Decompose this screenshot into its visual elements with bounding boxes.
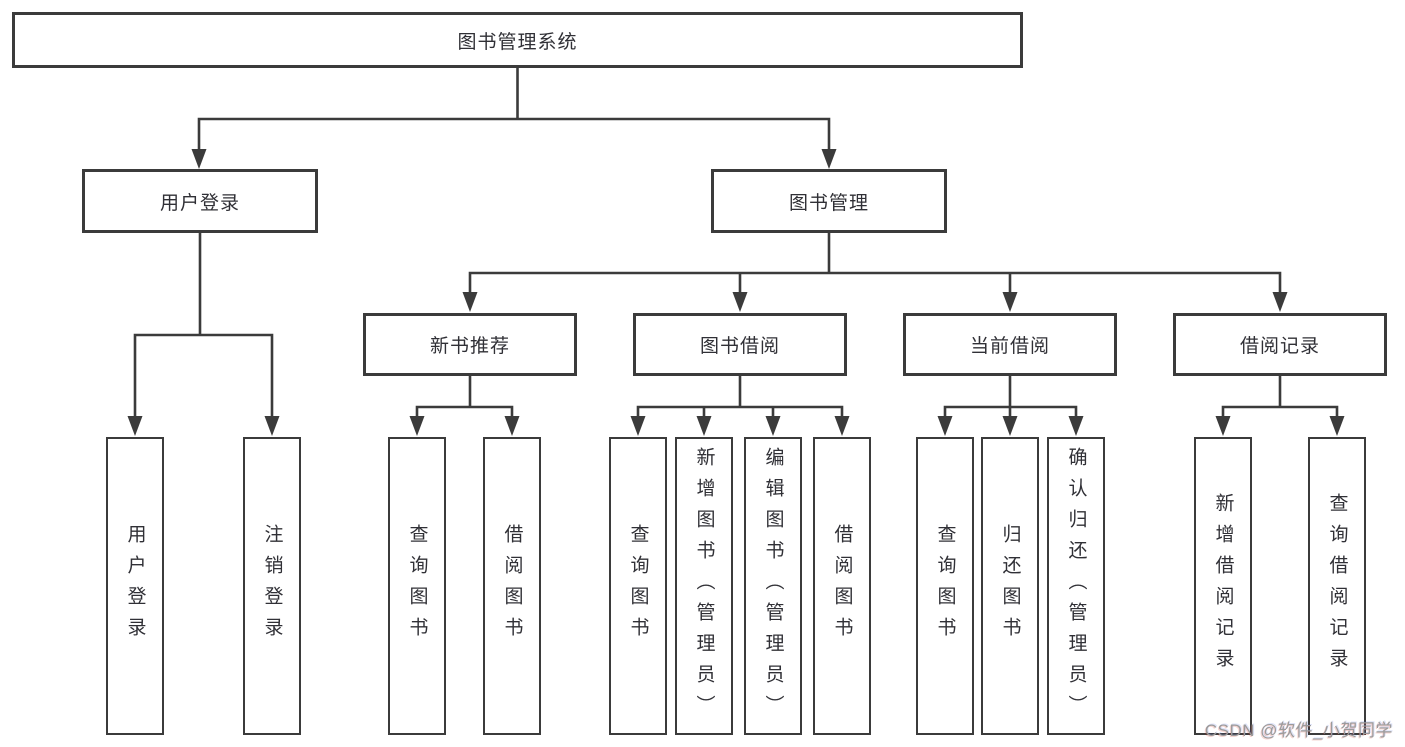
node-label: 查询图书 <box>934 524 956 648</box>
leaf-logout: 注销登录 <box>243 437 301 735</box>
node-user-login: 用户登录 <box>82 169 318 233</box>
node-label: 借阅图书 <box>501 524 523 648</box>
node-current-borrow: 当前借阅 <box>903 313 1117 376</box>
node-label: 注销登录 <box>261 524 283 648</box>
leaf-add-borrow-record: 新增借阅记录 <box>1194 437 1252 735</box>
node-label: 查询图书 <box>406 524 428 648</box>
leaf-add-books-admin: 新增图书（管理员） <box>675 437 733 735</box>
watermark: CSDN @软件_小贺同学 <box>1204 721 1393 740</box>
node-book-borrow: 图书借阅 <box>633 313 847 376</box>
leaf-borrow-books: 借阅图书 <box>813 437 871 735</box>
node-label: 图书借阅 <box>699 336 780 357</box>
node-borrow-records: 借阅记录 <box>1173 313 1387 376</box>
node-label: 用户登录 <box>124 524 146 648</box>
leaf-edit-books-admin: 编辑图书（管理员） <box>744 437 802 735</box>
node-label: 用户登录 <box>159 192 240 214</box>
node-label: 编辑图书（管理员） <box>762 446 784 726</box>
node-label: 图书管理 <box>788 192 869 214</box>
node-new-book-recommend: 新书推荐 <box>363 313 577 376</box>
node-label: 查询借阅记录 <box>1326 493 1348 679</box>
node-label: 查询图书 <box>627 524 649 648</box>
leaf-confirm-return-admin: 确认归还（管理员） <box>1047 437 1105 735</box>
leaf-borrow-books-recommend: 借阅图书 <box>483 437 541 735</box>
node-label: 借阅记录 <box>1239 336 1320 357</box>
node-label: 当前借阅 <box>969 336 1050 357</box>
leaf-query-borrow-record: 查询借阅记录 <box>1308 437 1366 735</box>
leaf-return-books: 归还图书 <box>981 437 1039 735</box>
node-label: 新书推荐 <box>429 336 510 357</box>
node-label: 确认归还（管理员） <box>1065 446 1087 726</box>
node-label: 新增图书（管理员） <box>693 446 715 726</box>
node-system-root: 图书管理系统 <box>12 12 1023 68</box>
node-book-management: 图书管理 <box>711 169 947 233</box>
leaf-user-login: 用户登录 <box>106 437 164 735</box>
leaf-query-books-recommend: 查询图书 <box>388 437 446 735</box>
node-label: 图书管理系统 <box>457 31 578 53</box>
leaf-query-books-borrow: 查询图书 <box>609 437 667 735</box>
node-label: 新增借阅记录 <box>1212 493 1234 679</box>
node-label: 借阅图书 <box>831 524 853 648</box>
leaf-query-books-current: 查询图书 <box>916 437 974 735</box>
node-label: 归还图书 <box>999 524 1021 648</box>
